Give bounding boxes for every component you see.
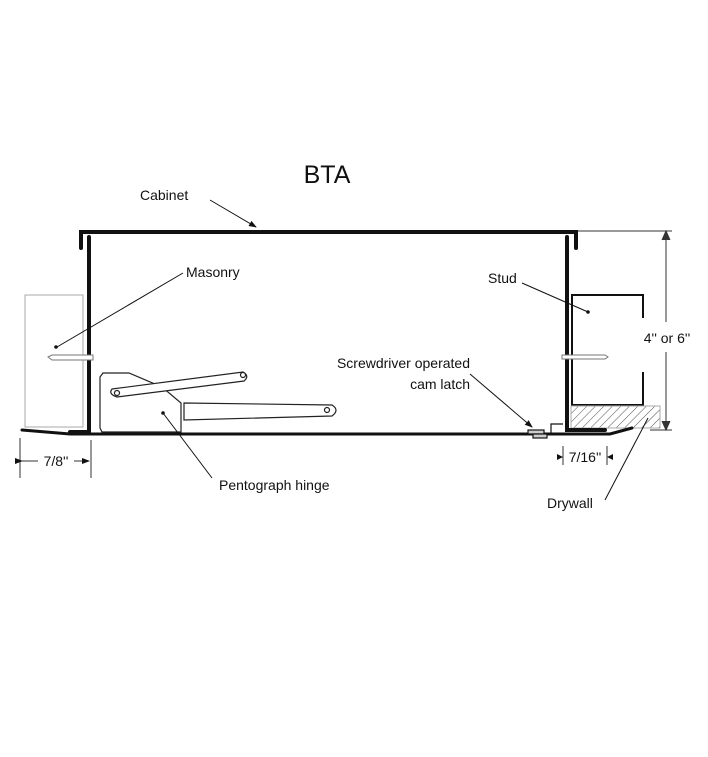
label-depth: 4'' or 6'' xyxy=(644,330,691,346)
masonry-screw-icon xyxy=(47,354,94,361)
masonry-block xyxy=(24,294,84,428)
drywall xyxy=(570,405,661,429)
stud xyxy=(571,294,644,406)
stud-screw-icon xyxy=(561,354,609,360)
label-masonry: Masonry xyxy=(186,264,240,280)
label-latch-line2: cam latch xyxy=(410,376,470,392)
door-panel xyxy=(20,426,634,436)
label-latch-line1: Screwdriver operated xyxy=(337,355,470,371)
label-drywall-flange: 7/16'' xyxy=(569,449,602,465)
cabinet xyxy=(68,230,607,434)
cam-latch xyxy=(527,423,563,439)
diagram-title: BTA xyxy=(304,161,351,189)
label-masonry-flange: 7/8'' xyxy=(44,453,69,469)
dimension-lines xyxy=(15,229,672,478)
label-hinge: Pentograph hinge xyxy=(219,477,330,493)
pentograph-hinge xyxy=(99,371,337,433)
leader-lines xyxy=(56,199,649,501)
label-stud: Stud xyxy=(488,270,517,286)
label-cabinet: Cabinet xyxy=(140,187,188,203)
label-drywall: Drywall xyxy=(547,495,593,511)
